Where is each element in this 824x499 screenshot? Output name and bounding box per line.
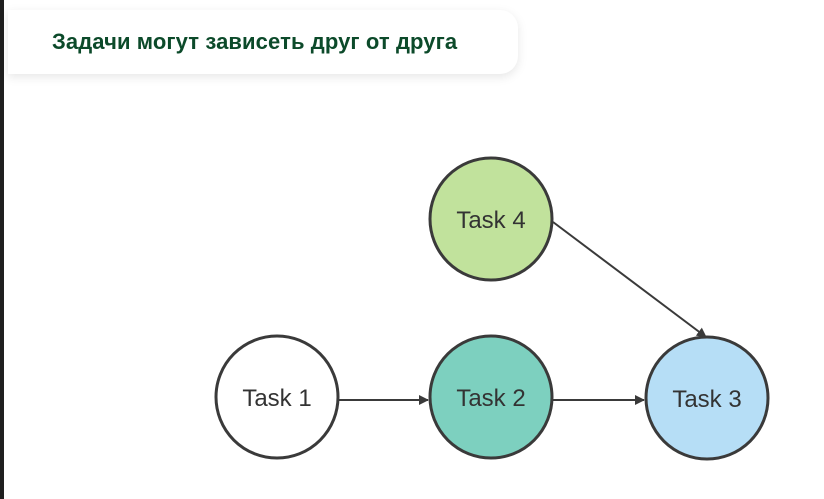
title-card: Задачи могут зависеть друг от друга — [8, 10, 518, 74]
node-task-2-circle — [428, 334, 554, 460]
node-task-3: Task 3 — [644, 335, 770, 461]
node-task-2: Task 2 — [428, 334, 554, 460]
left-edge-bar — [0, 0, 4, 499]
node-task-2-label: Task 2 — [456, 385, 525, 412]
node-task-1-label: Task 1 — [242, 385, 311, 412]
node-task-4: Task 4 — [428, 156, 554, 282]
node-task-4-label: Task 4 — [456, 207, 525, 234]
node-task-3-circle — [644, 335, 770, 461]
slide-title: Задачи могут зависеть друг от друга — [52, 29, 458, 54]
edge-task4-to-task3 — [552, 221, 707, 338]
node-task-3-label: Task 3 — [672, 386, 741, 413]
node-task-1-circle — [214, 334, 340, 460]
node-task-1: Task 1 — [214, 334, 340, 460]
node-task-4-circle — [428, 156, 554, 282]
